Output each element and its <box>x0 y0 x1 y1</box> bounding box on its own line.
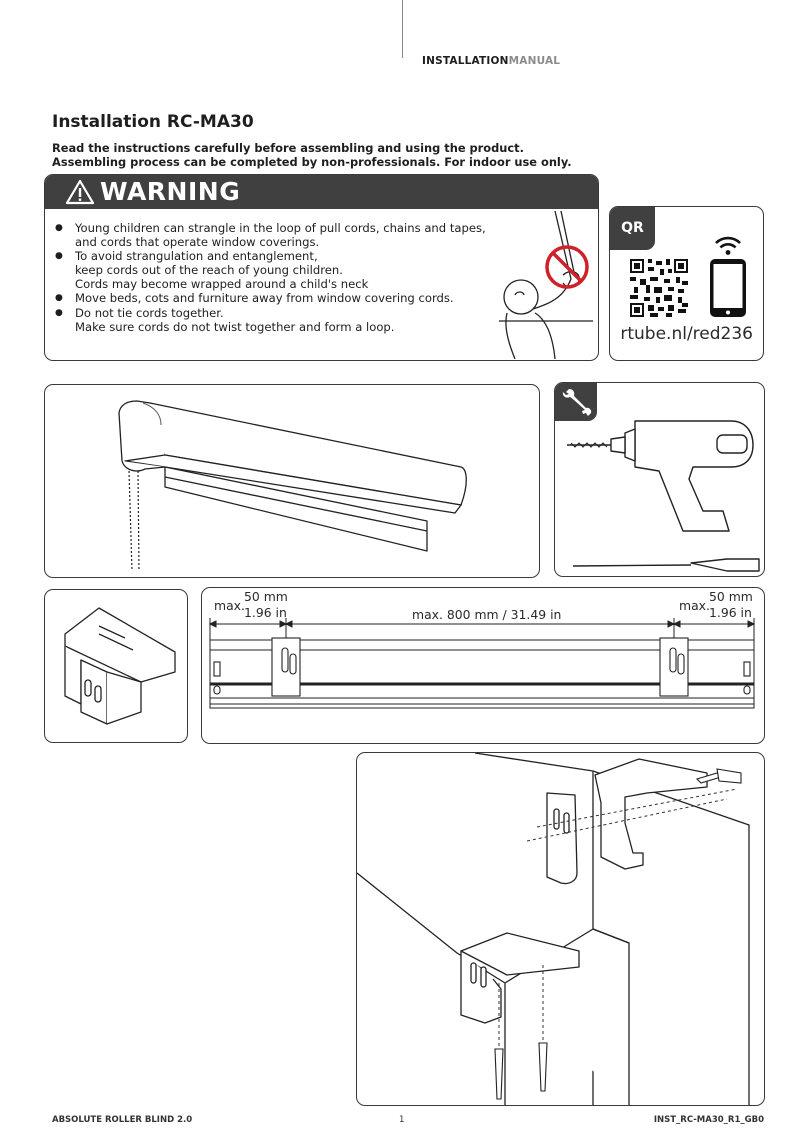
child-cord-illustration <box>499 210 593 359</box>
footer-doc-code: INST_RC-MA30_R1_GB0 <box>653 1115 764 1125</box>
dim-right-mm: 50 mm <box>709 589 753 604</box>
page-title: Installation RC-MA30 <box>52 112 254 132</box>
mounting-illustration-panel <box>356 752 765 1106</box>
warning-item: To avoid strangulation and entanglement,… <box>55 249 486 291</box>
intro-text: Read the instructions carefully before a… <box>52 141 572 169</box>
footer-page-number: 1 <box>399 1115 405 1125</box>
warning-list: Young children can strangle in the loop … <box>55 221 486 334</box>
warning-title: WARNING <box>100 177 241 206</box>
roller-blind-illustration <box>118 400 467 572</box>
doc-header: INSTALLATIONMANUAL <box>422 55 560 67</box>
warning-panel: WARNING Young children can strangle in t… <box>44 174 599 361</box>
warning-header: WARNING <box>45 175 598 209</box>
rail-dimension-drawing <box>208 618 756 709</box>
intro-line: Assembling process can be completed by n… <box>52 155 572 169</box>
header-divider <box>402 0 403 58</box>
wall-mounting-illustration <box>357 753 750 1105</box>
dimension-panel: max. 50 mm 1.96 in max. 800 mm / 31.49 i… <box>201 587 765 744</box>
intro-line: Read the instructions carefully before a… <box>52 141 524 155</box>
dim-center: max. 800 mm / 31.49 in <box>412 607 562 622</box>
wrench-badge <box>555 383 597 421</box>
qr-url[interactable]: rtube.nl/red236 <box>620 324 753 344</box>
bracket-illustration-panel <box>44 589 188 743</box>
dim-left-in: 1.96 in <box>244 605 287 620</box>
warning-item: Move beds, cots and furniture away from … <box>55 291 486 305</box>
wrench-icon <box>562 389 592 416</box>
smartphone-wifi-icon <box>710 236 746 317</box>
tools-panel <box>554 382 765 577</box>
dim-left-mm: 50 mm <box>244 589 288 604</box>
roller-blind-illustration-panel <box>44 384 540 578</box>
mounting-bracket-illustration <box>64 607 176 725</box>
warning-item: Do not tie cords together.Make sure cord… <box>55 306 486 334</box>
warning-item: Young children can strangle in the loop … <box>55 221 486 249</box>
warning-triangle-icon <box>65 179 95 205</box>
qr-panel: QR rtube.nl/red236 <box>609 206 764 361</box>
drill-and-screwdriver-illustration <box>567 420 760 572</box>
footer-product: ABSOLUTE ROLLER BLIND 2.0 <box>52 1115 193 1125</box>
qr-badge: QR <box>610 207 655 250</box>
qr-code-icon[interactable] <box>630 259 688 317</box>
dim-right-in: 1.96 in <box>709 605 752 620</box>
header-prefix: INSTALLATION <box>422 55 509 67</box>
dim-right-max: max. <box>679 598 710 613</box>
dim-left-max: max. <box>214 598 245 613</box>
header-suffix: MANUAL <box>508 55 561 67</box>
